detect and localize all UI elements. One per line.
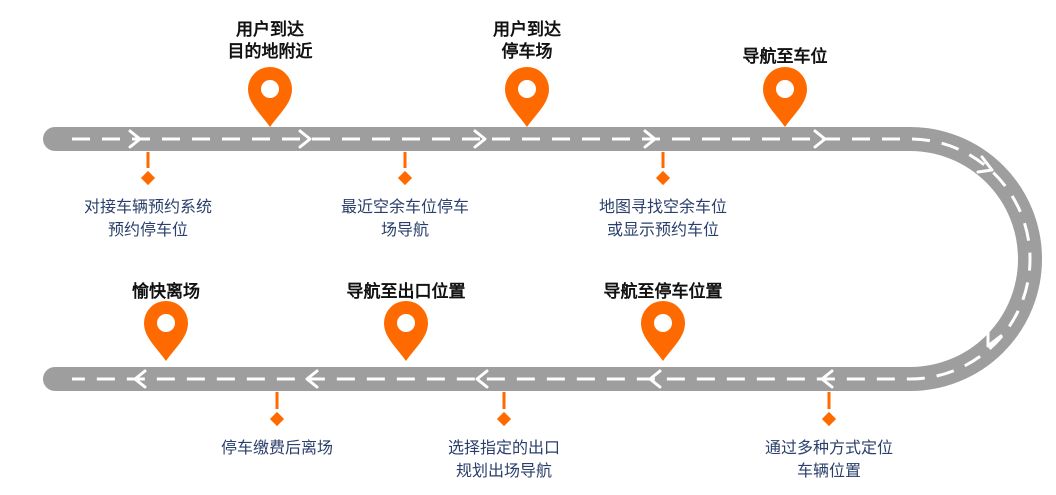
stage-title-navigate-to-car: 导航至停车位置 (603, 282, 723, 302)
road-track (43, 127, 1042, 391)
diamond-marker-icon (496, 411, 512, 427)
step-desc-lot-navigation: 最近空余车位停车 场导航 (340, 197, 469, 239)
arrow-right-icon (643, 129, 657, 149)
arrow-right-icon (473, 129, 487, 149)
diamond-marker-icon (140, 170, 156, 186)
direction-arrows-curve (976, 155, 1003, 348)
road-center-dashes (72, 137, 1032, 381)
location-pin-icon (144, 301, 188, 361)
diamond-marker-icon (655, 170, 671, 186)
location-pin-icon (641, 301, 685, 361)
step-markers (140, 152, 837, 427)
stage-title-arrive-destination: 用户到达 目的地附近 (227, 20, 313, 62)
step-connector (397, 152, 413, 186)
stage-title-happy-leave: 愉快离场 (132, 282, 200, 302)
step-connector (269, 392, 285, 427)
step-desc-reserve-spot: 对接车辆预约系统 预约停车位 (83, 197, 212, 239)
location-pin-icon (248, 67, 292, 127)
diamond-marker-icon (821, 411, 837, 427)
arrow-left-icon (475, 369, 489, 389)
stage-title-navigate-to-spot: 导航至车位 (742, 47, 828, 67)
location-pin-icon (763, 67, 807, 127)
step-connector (140, 152, 156, 186)
stage-title-arrive-parking-lot: 用户到达 停车场 (493, 20, 561, 62)
step-desc-pay-and-leave: 停车缴费后离场 (220, 438, 333, 457)
arrow-left-icon (648, 369, 662, 389)
direction-arrows-top (128, 129, 827, 149)
arrow-down-right-icon (976, 155, 994, 174)
direction-arrows-bottom (133, 369, 834, 389)
step-connector (821, 392, 837, 427)
location-pin-icon (384, 301, 428, 361)
diamond-marker-icon (269, 411, 285, 427)
step-connector (655, 152, 671, 186)
stage-pins (144, 67, 807, 361)
step-connector (496, 392, 512, 427)
step-desc-find-spot: 地图寻找空余车位 或显示预约车位 (598, 197, 727, 239)
stage-title-navigate-to-exit: 导航至出口位置 (346, 282, 466, 302)
arrow-left-icon (305, 369, 319, 389)
step-desc-locate-car: 通过多种方式定位 车辆位置 (764, 438, 893, 480)
arrow-right-icon (128, 129, 142, 149)
arrow-left-icon (133, 369, 147, 389)
arrow-left-icon (820, 369, 834, 389)
arrow-down-left-icon (986, 330, 1003, 348)
location-pin-icon (505, 67, 549, 127)
arrow-right-icon (298, 129, 312, 149)
step-desc-exit-route: 选择指定的出口 规划出场导航 (447, 438, 560, 480)
arrow-right-icon (813, 129, 827, 149)
diamond-marker-icon (397, 170, 413, 186)
